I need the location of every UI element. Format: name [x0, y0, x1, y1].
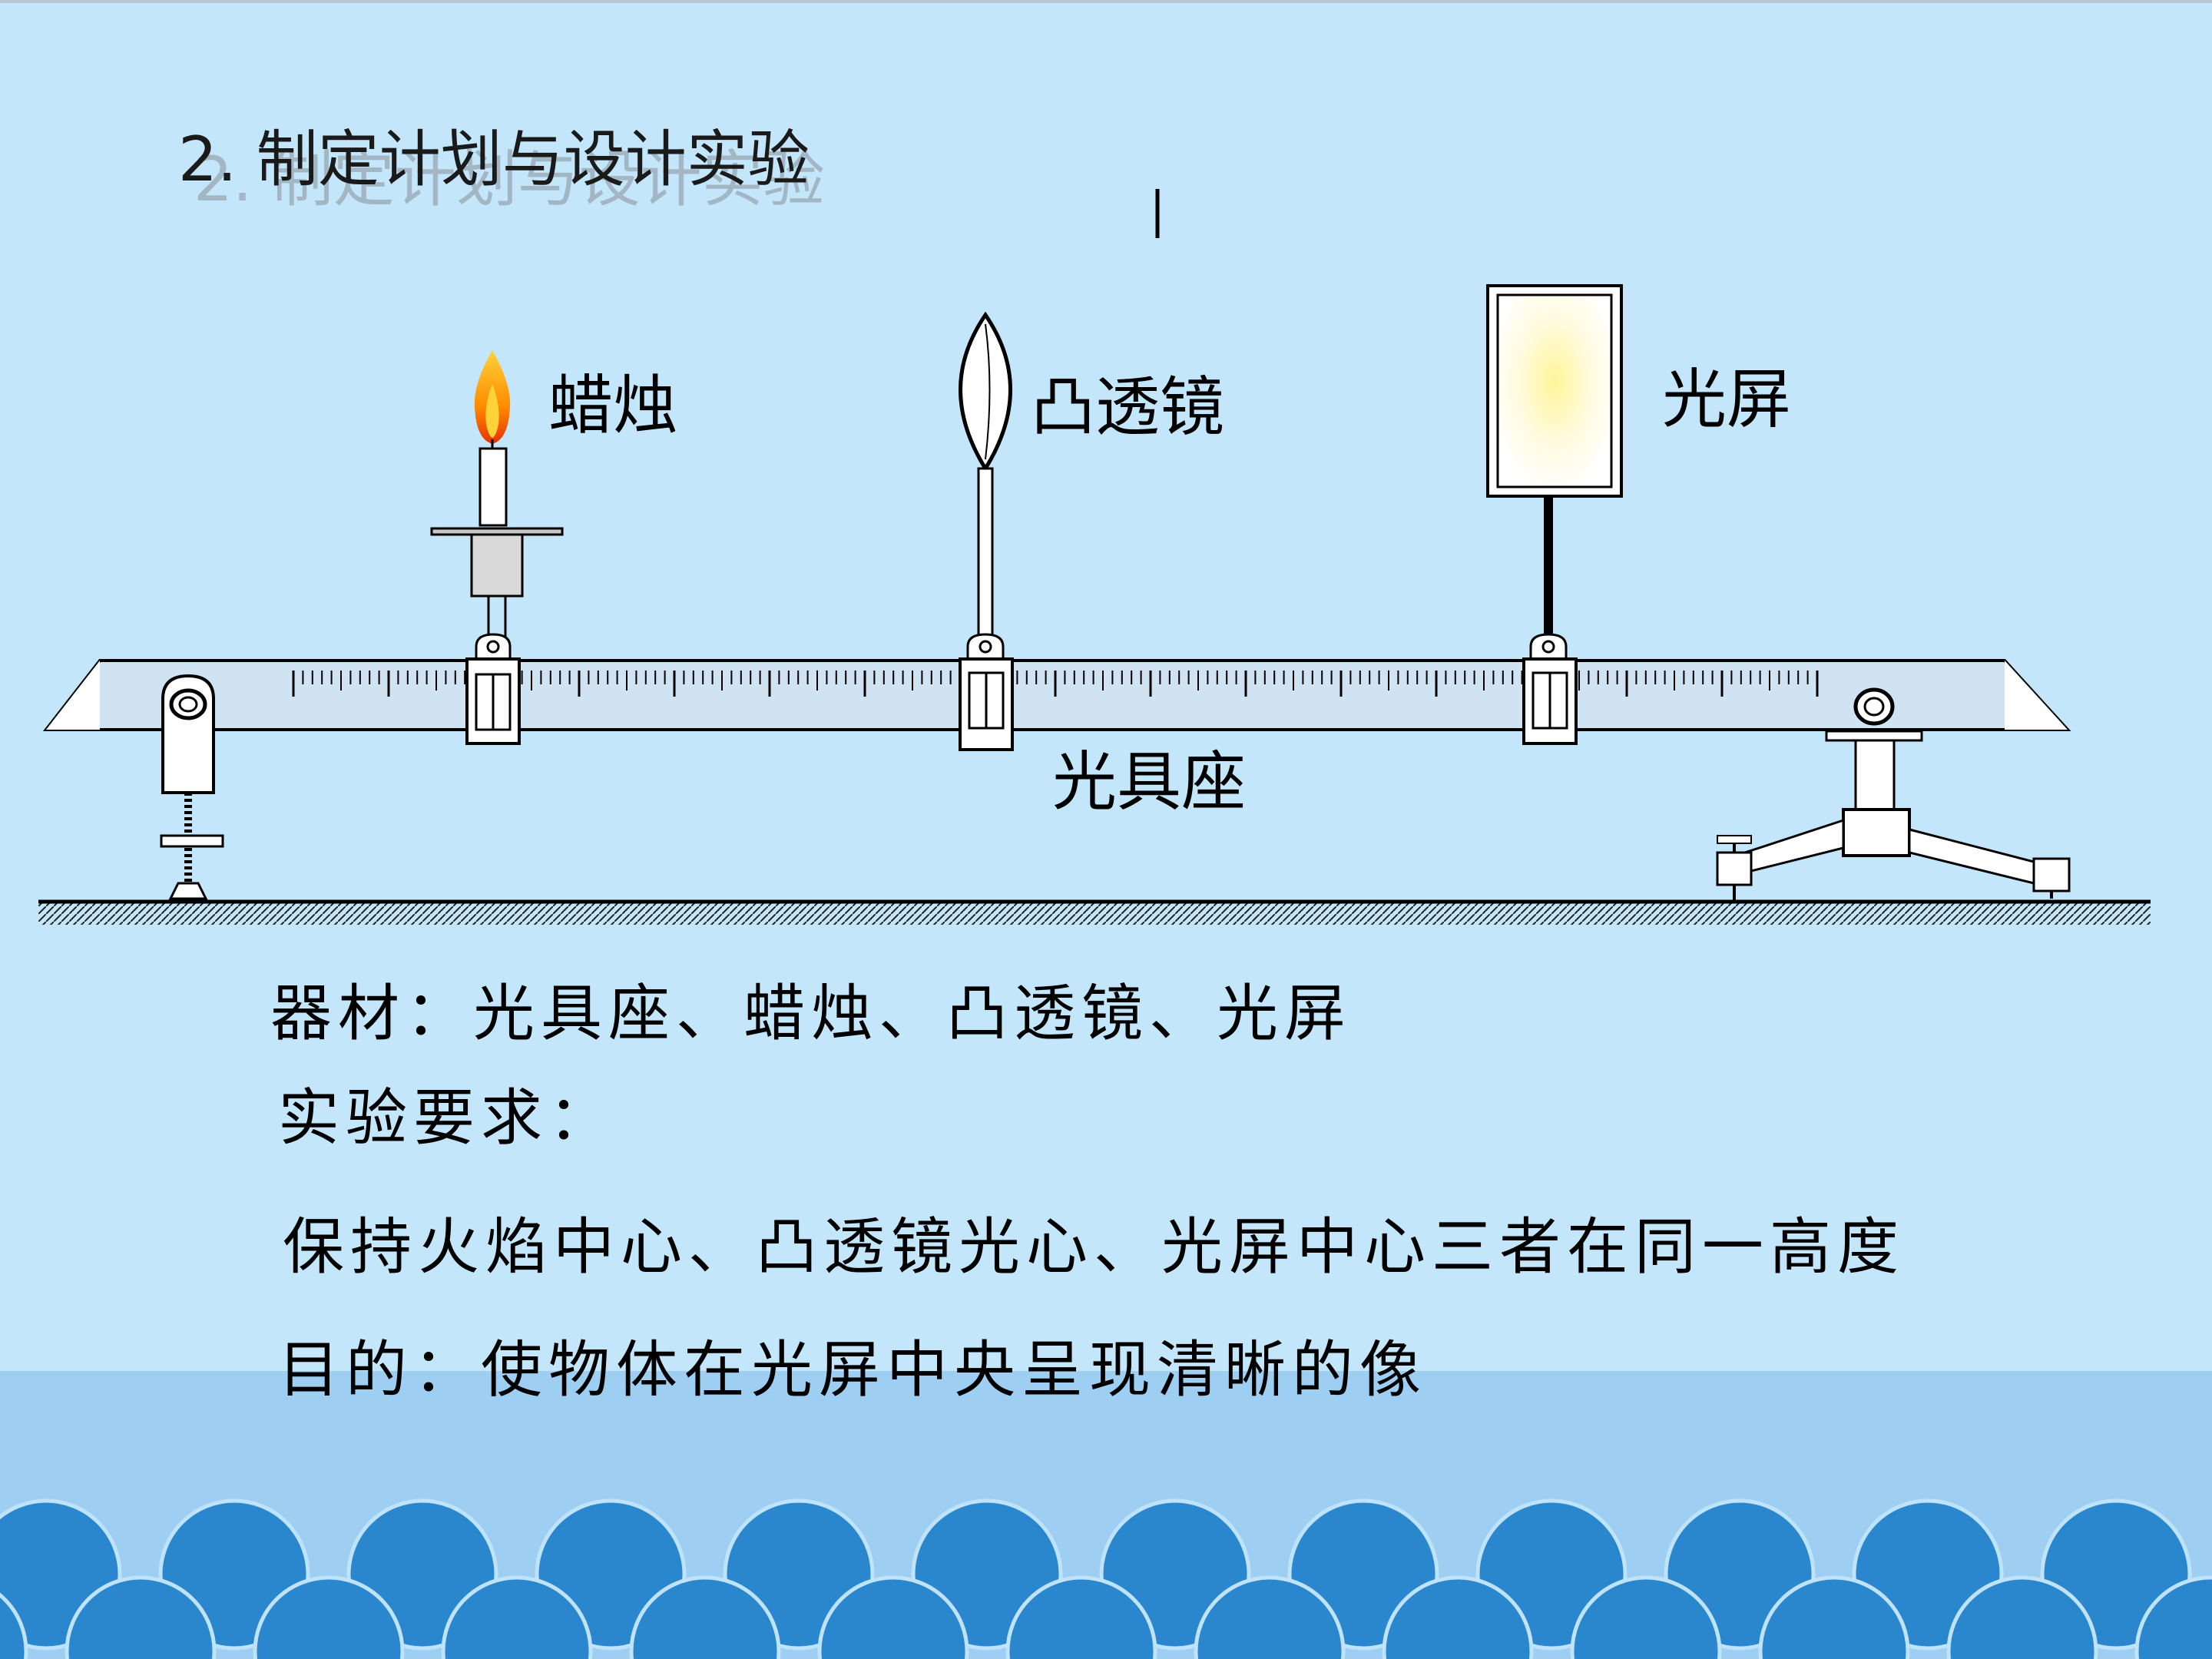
candle: [430, 350, 564, 637]
wave-arc: [0, 1592, 28, 1659]
slide-title: 2. 制定计划与设计实验 2. 制定计划与设计实验: [178, 129, 825, 210]
candle-carriage: [465, 633, 521, 745]
screen-carriage: [1522, 633, 1578, 745]
right-support: [1716, 687, 2071, 900]
purpose-text: 目的：使物体在光屏中央呈现清晰的像: [278, 1334, 1427, 1406]
requirement-text: 保持火焰中心、凸透镜光心、光屏中心三者在同一高度: [283, 1211, 1905, 1283]
wave-arc: [441, 1575, 593, 1659]
bench-rail: [42, 659, 2071, 731]
wave-arc: [1382, 1575, 1534, 1659]
wave-arc: [1570, 1575, 1722, 1659]
left-support: [160, 674, 224, 900]
convex-lens: [959, 311, 1012, 637]
wave-arc: [629, 1575, 781, 1659]
wave-arc: [817, 1575, 969, 1659]
top-border: [0, 0, 2212, 3]
requirement-heading: 实验要求：: [278, 1082, 616, 1154]
title-text: 2. 制定计划与设计实验: [178, 124, 810, 195]
wave-arc: [65, 1575, 217, 1659]
label-screen: 光屏: [1662, 362, 1792, 437]
light-screen: [1486, 284, 1623, 637]
wave-arc: [1946, 1575, 2098, 1659]
wave-arc: [2134, 1575, 2212, 1659]
title-shadow: 2. 制定计划与设计实验: [194, 144, 825, 215]
equipment-text: 器材：光具座、蜡烛、凸透镜、光屏: [270, 978, 1352, 1049]
wave-decoration: [0, 1371, 2212, 1659]
wave-arc: [253, 1575, 405, 1659]
lens-carriage: [959, 633, 1014, 751]
wave-arc: [1194, 1575, 1346, 1659]
label-bench: 光具座: [1052, 744, 1247, 820]
label-lens: 凸透镜: [1031, 369, 1225, 445]
wave-arc: [1758, 1575, 1910, 1659]
label-candle: 蜡烛: [548, 368, 678, 443]
wave-arc: [1005, 1575, 1157, 1659]
ground: [38, 899, 2151, 925]
